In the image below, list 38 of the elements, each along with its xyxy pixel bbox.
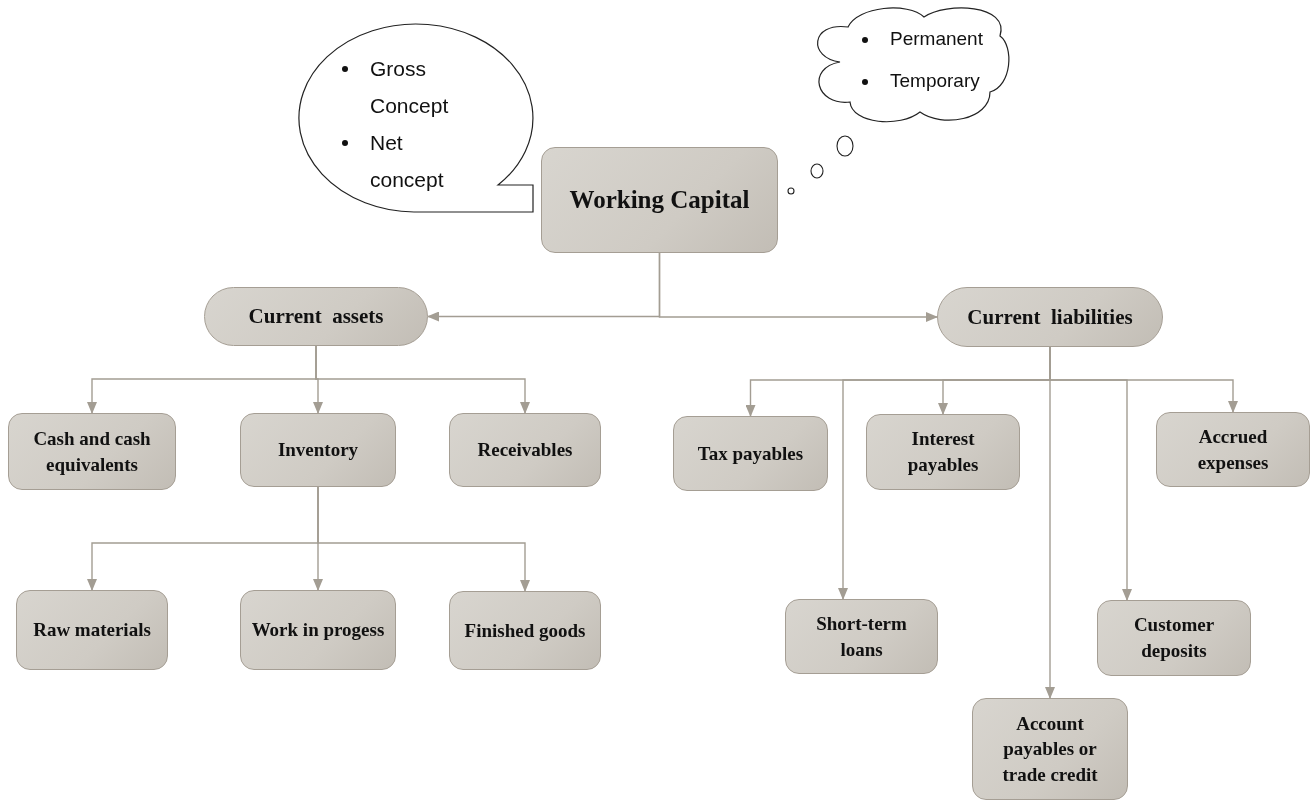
category-box bbox=[785, 599, 938, 674]
category-box bbox=[16, 590, 168, 670]
node-label: Account payables or trade credit bbox=[1001, 711, 1099, 787]
category-box bbox=[673, 416, 828, 491]
node-label: Inventory bbox=[277, 438, 359, 463]
arrow bbox=[315, 345, 530, 414]
speech-bubble bbox=[296, 23, 534, 213]
node-label: Current assets bbox=[248, 303, 384, 331]
category-box bbox=[449, 413, 601, 487]
bullet-text: Permanent bbox=[890, 27, 984, 51]
node-label: Tax payables bbox=[697, 441, 804, 466]
arrow bbox=[317, 486, 530, 592]
node-label: Interest payables bbox=[906, 427, 980, 477]
category-box bbox=[8, 413, 176, 490]
node-label: Finished goods bbox=[464, 618, 586, 643]
node-label: Working Capital bbox=[569, 185, 750, 216]
category-pill bbox=[937, 287, 1163, 347]
node-label: Short-term loans bbox=[815, 611, 908, 662]
category-box bbox=[1156, 412, 1310, 487]
node-label: Customer deposits bbox=[1132, 613, 1216, 663]
node-label: Work in progess bbox=[251, 618, 385, 643]
node-label: Current liabilities bbox=[967, 303, 1133, 331]
arrow bbox=[1049, 346, 1238, 413]
main-topic-box bbox=[541, 147, 778, 253]
node-label: Raw materials bbox=[33, 618, 151, 643]
category-box bbox=[866, 414, 1020, 490]
bullet-text: Net concept bbox=[370, 130, 445, 193]
node-label: Accrued expenses bbox=[1196, 424, 1270, 475]
category-box bbox=[240, 590, 396, 670]
bullet-text: Temporary bbox=[890, 69, 981, 93]
arrow bbox=[658, 252, 938, 322]
bullet-text: Gross Concept bbox=[370, 56, 450, 119]
node-label: Receivables bbox=[477, 438, 573, 463]
category-box bbox=[449, 591, 601, 670]
node-label: Cash and cash equivalents bbox=[32, 426, 152, 477]
category-box bbox=[240, 413, 396, 487]
category-box bbox=[972, 698, 1128, 800]
category-box bbox=[1097, 600, 1251, 676]
